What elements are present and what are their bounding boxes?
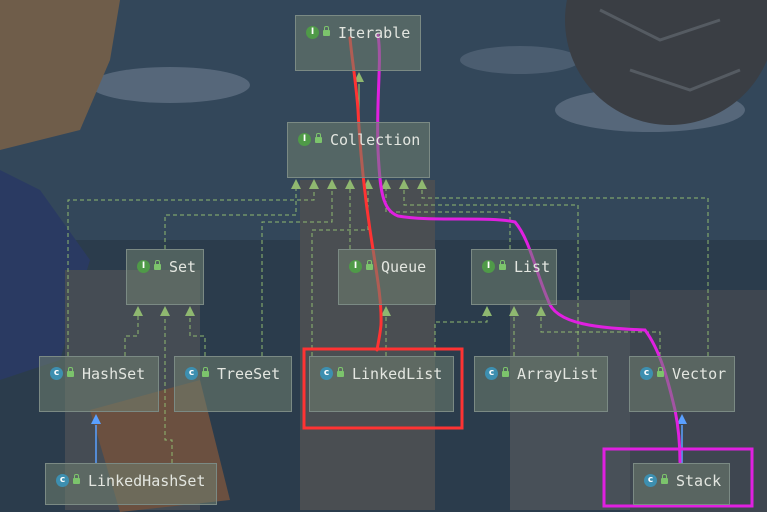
- class-icon: c: [56, 474, 69, 487]
- arrowhead: [509, 306, 519, 316]
- highlight-path-red: [348, 36, 383, 352]
- edge-hashset-set: [124, 316, 139, 356]
- edge-linkedlist-list: [434, 316, 488, 356]
- edge-vector-collection: [421, 189, 709, 356]
- interface-icon: I: [137, 260, 150, 273]
- lock-icon: [315, 133, 322, 143]
- arrowhead: [327, 179, 337, 189]
- node-label: TreeSet: [217, 365, 281, 383]
- arrowhead: [354, 72, 364, 82]
- edge-linkedhashset-set: [164, 316, 173, 463]
- node-label: Queue: [381, 258, 427, 276]
- highlight-box-linkedlist: [302, 347, 464, 430]
- arrowhead: [381, 306, 391, 316]
- class-icon: c: [644, 474, 657, 487]
- node-arraylist[interactable]: c ArrayList: [474, 356, 608, 412]
- class-icon: c: [50, 367, 63, 380]
- node-label: List: [514, 258, 551, 276]
- arrowhead: [160, 306, 170, 316]
- arrowhead: [185, 306, 195, 316]
- lock-icon: [502, 367, 509, 377]
- edge-list-collection: [385, 189, 511, 249]
- class-icon: c: [485, 367, 498, 380]
- class-icon: c: [185, 367, 198, 380]
- arrowhead: [482, 306, 492, 316]
- class-icon: c: [640, 367, 653, 380]
- highlight-box-stack: [602, 447, 754, 508]
- node-treeset[interactable]: c TreeSet: [174, 356, 292, 412]
- node-hashset[interactable]: c HashSet: [39, 356, 159, 412]
- interface-icon: I: [306, 26, 319, 39]
- lock-icon: [73, 474, 80, 484]
- arrowhead: [91, 414, 101, 424]
- lock-icon: [366, 260, 373, 270]
- node-label: Vector: [672, 365, 727, 383]
- node-vector[interactable]: c Vector: [629, 356, 735, 412]
- node-label: Stack: [676, 472, 722, 490]
- edge-vector-list: [540, 316, 661, 356]
- node-label: Collection: [330, 131, 421, 149]
- edge-arraylist-collection: [403, 189, 579, 356]
- arrowhead: [677, 414, 687, 424]
- node-stack[interactable]: c Stack: [633, 463, 730, 505]
- edge-set-collection: [164, 189, 297, 249]
- node-list[interactable]: I List: [471, 249, 557, 305]
- node-label: LinkedHashSet: [88, 472, 206, 490]
- node-linkedlist[interactable]: c LinkedList: [309, 356, 454, 412]
- node-label: Set: [169, 258, 197, 276]
- edge-linkedlist-collection: [311, 189, 369, 356]
- node-label: Iterable: [338, 24, 411, 42]
- node-label: ArrayList: [517, 365, 599, 383]
- arrowhead: [536, 306, 546, 316]
- arrowhead: [381, 179, 391, 189]
- node-label: HashSet: [82, 365, 146, 383]
- edge-hashset-collection: [67, 189, 315, 356]
- lock-icon: [202, 367, 209, 377]
- lock-icon: [337, 367, 344, 377]
- edge-treeset-collection: [261, 189, 333, 356]
- node-iterable[interactable]: I Iterable: [295, 15, 421, 71]
- lock-icon: [67, 367, 74, 377]
- lock-icon: [499, 260, 506, 270]
- interface-icon: I: [298, 133, 311, 146]
- lock-icon: [661, 474, 668, 484]
- node-set[interactable]: I Set: [126, 249, 204, 305]
- node-linkedhashset[interactable]: c LinkedHashSet: [45, 463, 217, 505]
- arrowhead: [133, 306, 143, 316]
- lock-icon: [323, 26, 330, 36]
- node-label: LinkedList: [352, 365, 443, 383]
- class-icon: c: [320, 367, 333, 380]
- arrowhead: [309, 179, 319, 189]
- lock-icon: [154, 260, 161, 270]
- lock-icon: [657, 367, 664, 377]
- arrowhead: [291, 179, 301, 189]
- arrowhead: [399, 179, 409, 189]
- edge-treeset-set: [189, 316, 206, 356]
- arrowhead: [345, 179, 355, 189]
- interface-icon: I: [482, 260, 495, 273]
- node-collection[interactable]: I Collection: [287, 122, 430, 178]
- interface-icon: I: [349, 260, 362, 273]
- arrowhead: [417, 179, 427, 189]
- node-queue[interactable]: I Queue: [338, 249, 436, 305]
